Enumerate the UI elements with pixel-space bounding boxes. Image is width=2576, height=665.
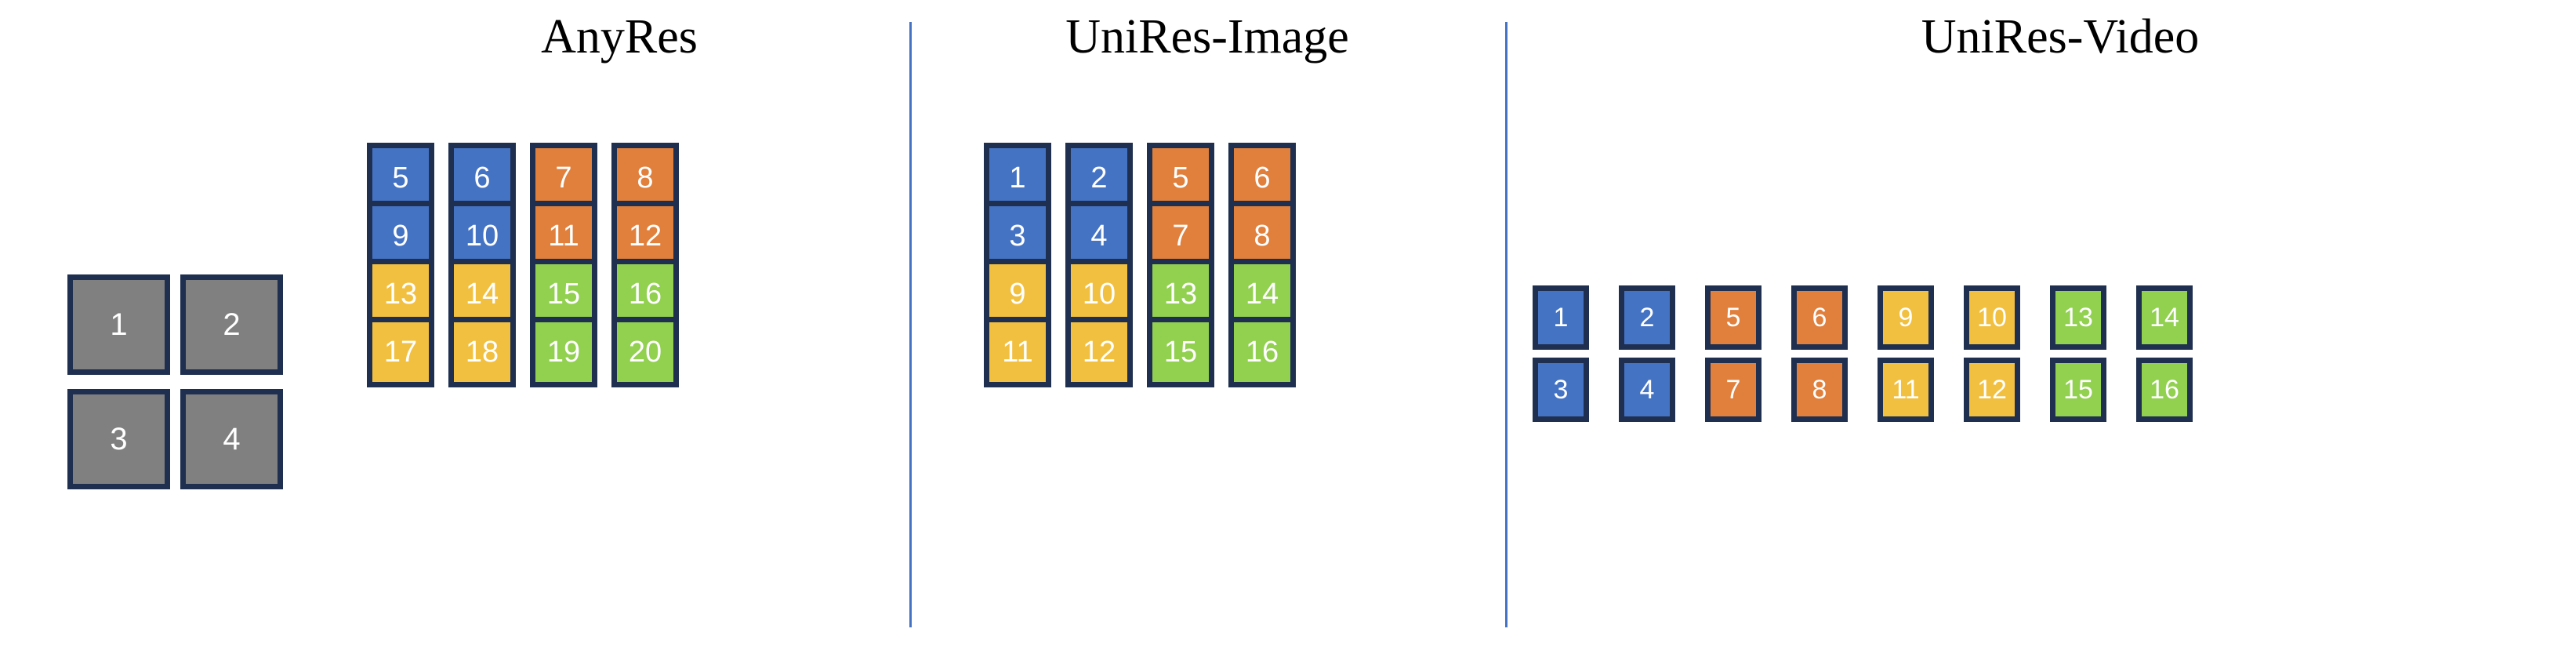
- tile-label: 5: [392, 162, 409, 194]
- tile-label: 12: [1977, 375, 2007, 405]
- tile-anyres-20: 20: [611, 317, 679, 387]
- divider-left: [909, 22, 912, 627]
- tile-base-1: 1: [67, 274, 170, 375]
- tile-unires-video-5: 5: [1705, 285, 1761, 350]
- tile-unires-image-11: 11: [984, 317, 1051, 387]
- tile-base-3: 3: [67, 389, 170, 489]
- tile-base-2: 2: [180, 274, 283, 375]
- panel-title-anyres: AnyRes: [541, 10, 698, 64]
- tile-label: 10: [1977, 303, 2007, 332]
- tile-label: 15: [546, 278, 581, 311]
- tile-unires-video-12: 12: [1964, 358, 2020, 422]
- tile-unires-image-16: 16: [1228, 317, 1296, 387]
- tile-unires-video-15: 15: [2050, 358, 2106, 422]
- tile-label: 19: [546, 336, 581, 369]
- tile-label: 9: [1898, 303, 1914, 332]
- tile-label: 1: [1553, 303, 1569, 332]
- panel-title-unires-video: UniRes-Video: [1921, 10, 2200, 64]
- tile-label: 11: [548, 220, 579, 253]
- tile-unires-image-12: 12: [1065, 317, 1133, 387]
- tile-anyres-19: 19: [530, 317, 597, 387]
- tile-label: 12: [628, 220, 662, 253]
- tile-label: 20: [628, 336, 662, 369]
- tile-label: 6: [473, 162, 491, 194]
- tile-label: 5: [1172, 162, 1189, 194]
- tile-label: 7: [1725, 375, 1741, 405]
- tile-label: 3: [110, 422, 128, 456]
- tile-anyres-18: 18: [448, 317, 516, 387]
- tile-unires-video-11: 11: [1878, 358, 1934, 422]
- tile-label: 1: [110, 307, 128, 342]
- divider-right: [1505, 22, 1508, 627]
- tile-label: 11: [1002, 336, 1033, 369]
- tile-label: 8: [637, 162, 654, 194]
- tile-label: 14: [2150, 303, 2179, 332]
- tile-label: 14: [1245, 278, 1279, 311]
- tile-label: 10: [465, 220, 499, 253]
- tile-label: 11: [1892, 375, 1920, 405]
- tile-label: 3: [1009, 220, 1026, 253]
- tile-anyres-6: 6: [448, 143, 516, 213]
- tile-label: 13: [383, 278, 418, 311]
- tile-unires-video-7: 7: [1705, 358, 1761, 422]
- tile-label: 2: [223, 307, 241, 342]
- tile-label: 15: [2063, 375, 2093, 405]
- tile-unires-video-6: 6: [1791, 285, 1848, 350]
- tile-label: 4: [1639, 375, 1655, 405]
- tile-label: 16: [2150, 375, 2179, 405]
- tile-unires-video-10: 10: [1964, 285, 2020, 350]
- tile-anyres-17: 17: [367, 317, 434, 387]
- tile-unires-video-8: 8: [1791, 358, 1848, 422]
- tile-unires-image-15: 15: [1147, 317, 1214, 387]
- panel-title-unires-image: UniRes-Image: [1065, 10, 1349, 64]
- tile-label: 13: [2063, 303, 2093, 332]
- tile-label: 5: [1725, 303, 1741, 332]
- tile-label: 9: [392, 220, 409, 253]
- tile-label: 15: [1163, 336, 1198, 369]
- tile-label: 6: [1254, 162, 1271, 194]
- tile-label: 12: [1082, 336, 1116, 369]
- tile-unires-video-4: 4: [1619, 358, 1675, 422]
- tile-unires-video-3: 3: [1533, 358, 1589, 422]
- tile-label: 1: [1009, 162, 1026, 194]
- tile-unires-video-9: 9: [1878, 285, 1934, 350]
- tile-label: 4: [1090, 220, 1108, 253]
- tile-label: 14: [465, 278, 499, 311]
- tile-label: 17: [383, 336, 418, 369]
- tile-base-4: 4: [180, 389, 283, 489]
- tile-unires-video-14: 14: [2136, 285, 2193, 350]
- tile-label: 9: [1009, 278, 1026, 311]
- tile-unires-video-13: 13: [2050, 285, 2106, 350]
- tile-label: 8: [1254, 220, 1271, 253]
- tile-label: 2: [1090, 162, 1108, 194]
- tile-label: 3: [1553, 375, 1569, 405]
- tile-unires-video-1: 1: [1533, 285, 1589, 350]
- tile-label: 13: [1163, 278, 1198, 311]
- tile-label: 16: [628, 278, 662, 311]
- tile-label: 4: [223, 422, 241, 456]
- tile-label: 16: [1245, 336, 1279, 369]
- tile-label: 7: [1172, 220, 1189, 253]
- tile-label: 18: [465, 336, 499, 369]
- tile-label: 7: [555, 162, 572, 194]
- tile-label: 6: [1812, 303, 1827, 332]
- tile-unires-video-16: 16: [2136, 358, 2193, 422]
- tile-label: 2: [1639, 303, 1655, 332]
- tile-label: 8: [1812, 375, 1827, 405]
- tile-label: 10: [1082, 278, 1116, 311]
- tile-unires-video-2: 2: [1619, 285, 1675, 350]
